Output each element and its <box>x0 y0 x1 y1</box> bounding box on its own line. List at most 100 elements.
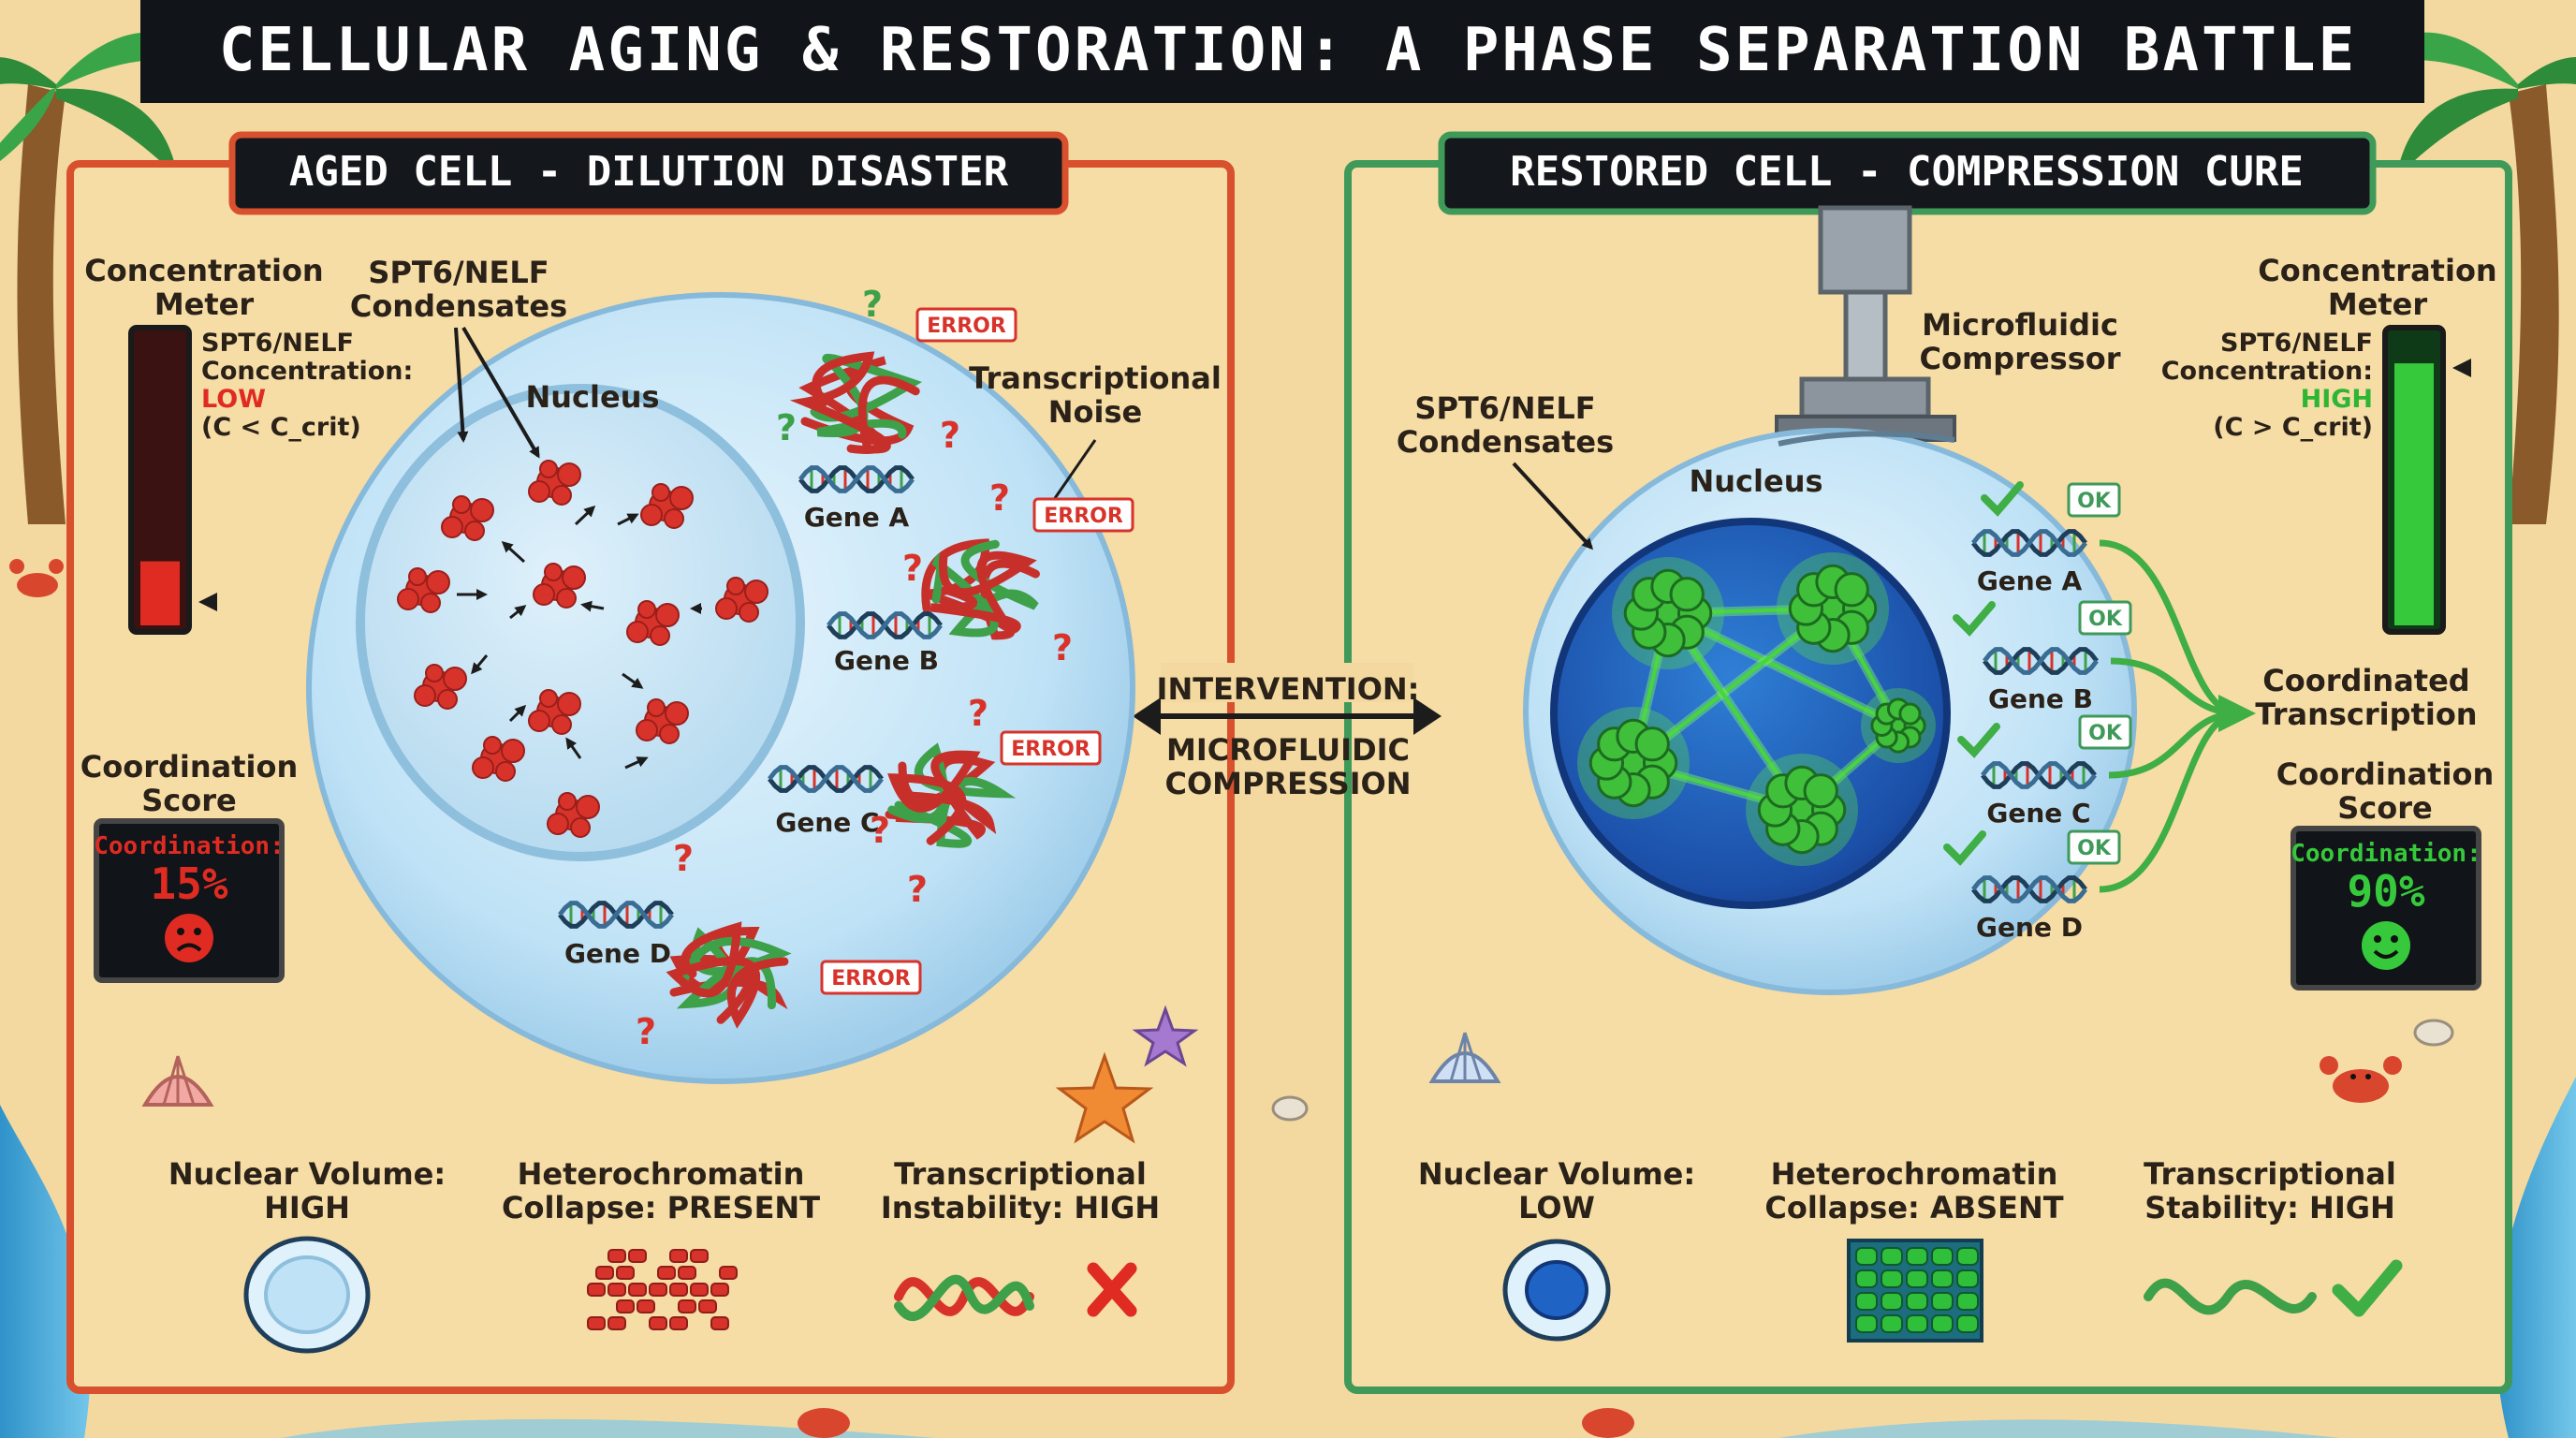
dna-helix-icon <box>768 765 884 793</box>
aged-coord-title-1: Coordination <box>80 749 299 785</box>
collapse-blob <box>657 1266 676 1280</box>
noise-label-2: Noise <box>1048 394 1142 430</box>
restored-condensates-label-2: Condensates <box>1397 424 1614 460</box>
restored-coord-title-1: Coordination <box>2276 756 2495 792</box>
large-nucleus-icon <box>243 1236 371 1354</box>
restored-header: RESTORED CELL - COMPRESSION CURE <box>1510 148 2304 196</box>
sad-face-icon <box>165 914 213 962</box>
chromatin-block <box>1931 1269 1954 1288</box>
dispersal-arrow <box>580 600 605 612</box>
aged-coord-value: 15% <box>150 858 227 909</box>
chromatin-block <box>1855 1269 1878 1288</box>
intervention-line-3: COMPRESSION <box>1164 766 1411 801</box>
restored-gene-label: Gene B <box>1988 683 2093 714</box>
question-mark-icon: ? <box>870 810 890 851</box>
aged-condensates-pointer <box>454 327 469 443</box>
intervention-line-1: INTERVENTION: <box>1157 671 1420 707</box>
restored-coord-title-2: Score <box>2337 790 2432 826</box>
x-mark-icon <box>1087 1262 1137 1317</box>
restored-stats: Nuclear Volume: LOW Heterochromatin Coll… <box>1418 1156 2403 1343</box>
chromatin-block <box>1956 1314 1979 1333</box>
dispersal-arrow <box>622 672 644 689</box>
error-tag-text: ERROR <box>927 315 1006 338</box>
collapse-blob <box>690 1283 709 1297</box>
aged-meter-line-2: Concentration: <box>201 357 413 386</box>
network-link <box>1667 611 1899 727</box>
restored-coord-value: 90% <box>2347 866 2424 917</box>
coordinated-label-2: Transcription <box>2255 697 2477 732</box>
collapse-blob <box>607 1283 626 1297</box>
dispersal-arrow <box>471 654 489 675</box>
chromatin-block <box>1855 1247 1878 1266</box>
chromatin-block <box>1956 1269 1979 1288</box>
noise-label-1: Transcriptional <box>969 360 1222 396</box>
restored-meter-fill <box>2394 363 2434 625</box>
ok-tag: OK <box>2078 600 2132 636</box>
red-condensate <box>715 577 768 623</box>
question-mark-icon: ? <box>902 548 923 589</box>
intervention-line-2: MICROFLUIDIC <box>1166 732 1410 768</box>
ok-tag: OK <box>2067 829 2121 865</box>
collapse-blob <box>710 1316 729 1330</box>
heterochromatin-collapse-icon <box>587 1249 738 1330</box>
aged-meter-line-4: (C < C_crit) <box>201 413 361 442</box>
red-condensate <box>528 689 581 735</box>
dispersal-arrow <box>509 605 527 620</box>
pebble-icon <box>1271 1019 2454 1122</box>
restored-stat-3-line-2: Stability: HIGH <box>2144 1190 2395 1225</box>
restored-gene-label: Gene C <box>1986 798 2090 829</box>
aged-condensates-label-2: Condensates <box>350 288 567 324</box>
ok-tag-text: OK <box>2088 608 2123 631</box>
error-tag: ERROR <box>820 960 922 995</box>
green-condensate <box>1746 754 1858 866</box>
aged-stat-3-line-2: Instability: HIGH <box>881 1190 1160 1225</box>
question-mark-icon: ? <box>673 838 694 879</box>
restored-meter-pointer <box>2452 359 2471 377</box>
chromatin-block <box>1956 1292 1979 1311</box>
question-mark-icon: ? <box>907 869 928 910</box>
aged-meter-title-2: Meter <box>154 286 255 322</box>
ocean-bottom <box>281 1418 936 1438</box>
dna-helix-icon <box>827 611 943 639</box>
restored-stat-1-line-2: LOW <box>1518 1190 1595 1225</box>
coordination-arrowhead <box>2218 695 2256 732</box>
palm-tree-left <box>0 32 206 524</box>
dna-helix-icon <box>1983 647 2099 675</box>
restored-nucleus-label: Nucleus <box>1689 463 1822 499</box>
restored-stat-2-line-2: Collapse: ABSENT <box>1764 1190 2063 1225</box>
collapse-blob <box>616 1266 635 1280</box>
green-condensate <box>1777 552 1889 665</box>
aged-condensates <box>397 460 768 838</box>
noise-pointer <box>1051 439 1097 502</box>
chromatin-block <box>1881 1269 1903 1288</box>
red-condensate <box>441 495 494 541</box>
dispersal-arrow <box>624 756 649 770</box>
check-mark-icon <box>1953 601 1996 637</box>
chromatin-block <box>1855 1292 1878 1311</box>
red-condensate <box>626 600 680 646</box>
question-mark-icon: ? <box>636 1011 656 1052</box>
collapse-blob <box>678 1266 696 1280</box>
seashell-icon-right <box>1428 1032 1501 1083</box>
chromatin-block <box>1881 1292 1903 1311</box>
collapse-blob <box>637 1299 655 1313</box>
dispersal-arrow <box>565 737 582 759</box>
tangled-transcripts <box>885 742 1017 848</box>
starfish-icon-small <box>1132 1005 1199 1067</box>
chromatin-block <box>1906 1247 1928 1266</box>
title-bar <box>140 0 2424 103</box>
dna-helix-icon <box>1981 761 2097 789</box>
aged-coord-label: Coordination: <box>94 832 285 860</box>
aged-stat-3-line-1: Transcriptional <box>894 1156 1147 1192</box>
question-mark-icon: ? <box>776 407 797 448</box>
aged-stat-1-line-1: Nuclear Volume: <box>168 1156 446 1192</box>
aged-meter-status: LOW <box>201 385 266 414</box>
collapse-blob <box>669 1249 688 1263</box>
stable-wave-icon <box>2144 1278 2317 1315</box>
aged-gene-label: Gene C <box>775 807 879 838</box>
dna-helix-icon <box>1971 875 2087 903</box>
chromatin-block <box>1881 1314 1903 1333</box>
